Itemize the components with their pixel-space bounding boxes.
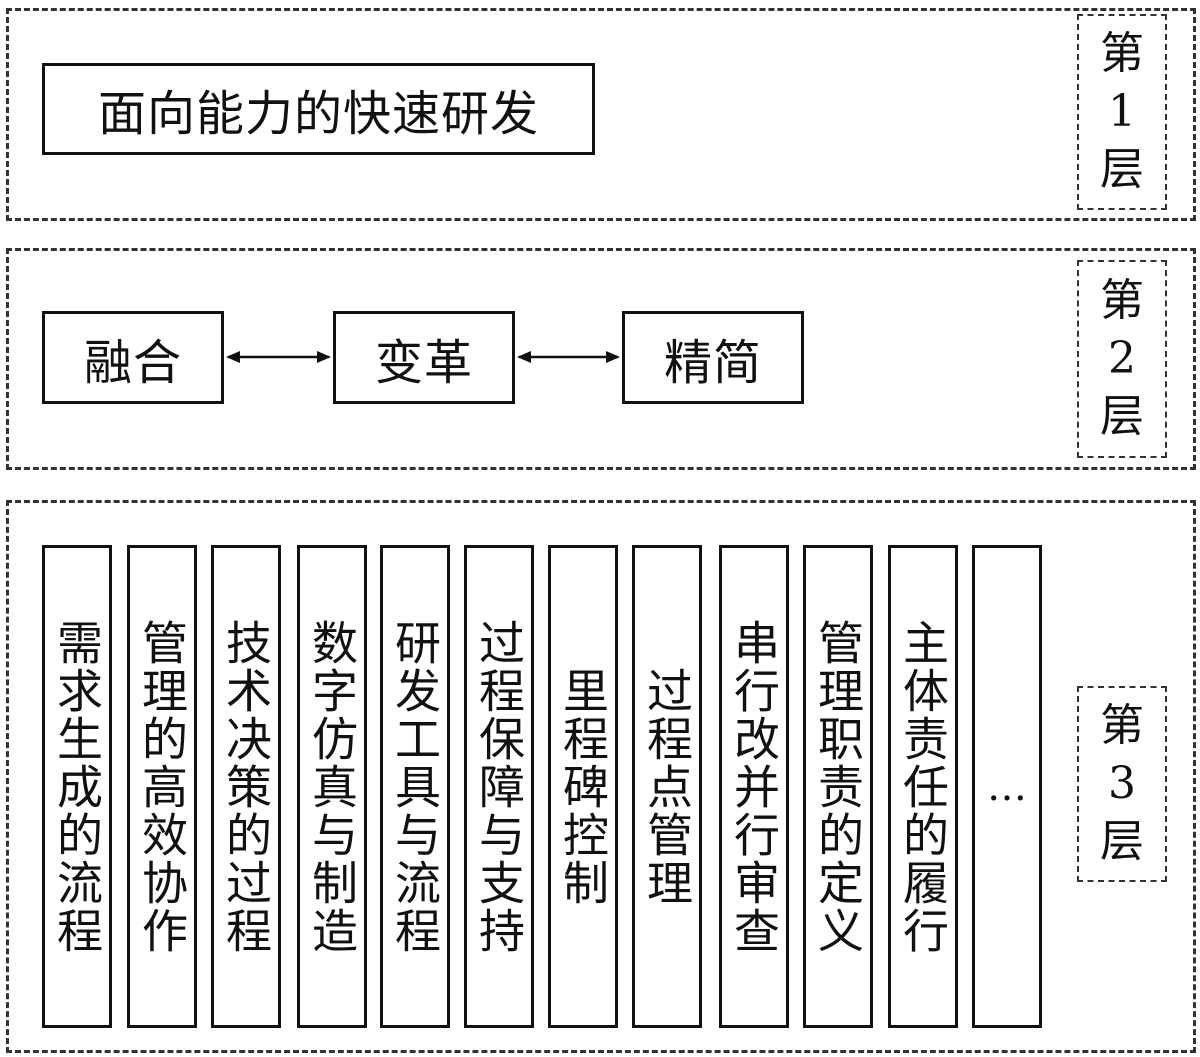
column-rd-tools: 研发工具与流程 (380, 545, 450, 1028)
column-responsibility-definition: 管理职责的定义 (803, 545, 873, 1028)
layer-1-tag: 第 1 层 (1077, 14, 1167, 210)
column-tech-decision: 技术决策的过程 (211, 545, 281, 1028)
layer-3-tag-char-3: 层 (1100, 816, 1144, 867)
node-transform: 变革 (333, 311, 515, 404)
layer-1-tag-char-2: 1 (1108, 86, 1136, 137)
column-responsibility-fulfilment-label: 主体责任的履行 (896, 618, 950, 955)
column-rd-tools-label: 研发工具与流程 (388, 618, 442, 955)
column-efficient-collaboration: 管理的高效协作 (127, 545, 197, 1028)
column-parallel-review: 串行改并行审查 (719, 545, 789, 1028)
column-digital-simulation-label: 数字仿真与制造 (305, 618, 359, 955)
layer-3-frame (6, 500, 1196, 1053)
layer-1-title-box: 面向能力的快速研发 (42, 63, 595, 155)
column-process-point: 过程点管理 (632, 545, 702, 1028)
column-tech-decision-label: 技术决策的过程 (219, 618, 273, 955)
column-requirement-flow: 需求生成的流程 (42, 545, 112, 1028)
layer-3-tag-char-2: 3 (1108, 758, 1136, 809)
layer-2-tag-char-2: 2 (1108, 333, 1136, 384)
layer-2-tag: 第 2 层 (1077, 260, 1167, 458)
layer-1-tag-char-3: 层 (1100, 144, 1144, 195)
column-process-point-label: 过程点管理 (640, 666, 694, 907)
column-process-support: 过程保障与支持 (464, 545, 534, 1028)
layer-1-tag-char-1: 第 (1100, 28, 1144, 79)
node-fusion: 融合 (42, 311, 224, 404)
node-transform-label: 变革 (374, 334, 473, 391)
ellipsis-icon: … (987, 763, 1027, 810)
column-digital-simulation: 数字仿真与制造 (297, 545, 367, 1028)
column-milestone-control: 里程碑控制 (548, 545, 618, 1028)
layer-2-tag-char-3: 层 (1100, 391, 1144, 442)
layer-1-frame (6, 8, 1196, 221)
node-fusion-label: 融合 (83, 334, 182, 391)
column-responsibility-fulfilment: 主体责任的履行 (888, 545, 958, 1028)
layer-1-title: 面向能力的快速研发 (97, 86, 539, 142)
node-streamline-label: 精简 (663, 334, 762, 391)
column-requirement-flow-label: 需求生成的流程 (50, 618, 104, 955)
column-parallel-review-label: 串行改并行审查 (727, 618, 781, 955)
column-efficient-collaboration-label: 管理的高效协作 (135, 618, 189, 955)
column-milestone-control-label: 里程碑控制 (556, 666, 610, 907)
layer-3-tag-char-1: 第 (1100, 700, 1144, 751)
column-responsibility-definition-label: 管理职责的定义 (811, 618, 865, 955)
layer-3-tag: 第 3 层 (1077, 686, 1167, 882)
column-more: … (972, 545, 1042, 1028)
layer-2-frame (6, 248, 1196, 470)
column-process-support-label: 过程保障与支持 (472, 618, 526, 955)
node-streamline: 精简 (622, 311, 804, 404)
layer-2-tag-char-1: 第 (1100, 275, 1144, 326)
